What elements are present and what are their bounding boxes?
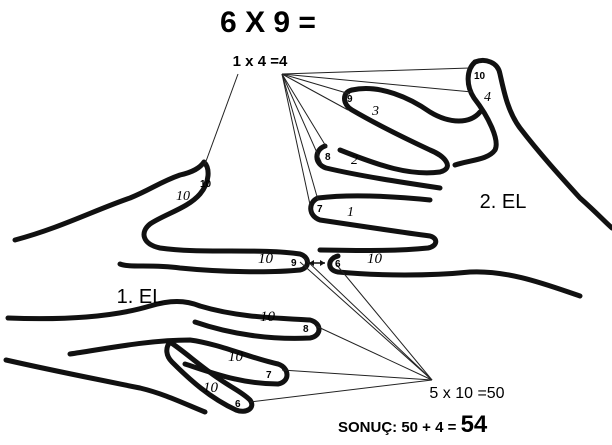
title: 6 X 9 = xyxy=(220,6,316,39)
left-hand xyxy=(3,159,322,415)
right-finger-7-outline xyxy=(308,195,439,253)
hand-left-label: 1. EL xyxy=(117,286,164,308)
result-label: SONUÇ: 50 + 4 = xyxy=(338,419,461,436)
left-finger-6-value: 10 xyxy=(203,380,219,396)
right-finger-7-value: 1 xyxy=(347,205,354,220)
top-equation: 1 x 4 =4 xyxy=(233,53,288,70)
result-value: 54 xyxy=(461,411,488,438)
right-finger-10-number: 10 xyxy=(474,71,486,82)
right-finger-8-outline xyxy=(314,143,443,191)
line-to-right-9 xyxy=(281,73,351,95)
line-to-right-7b xyxy=(281,73,313,215)
bottom-connector-lines xyxy=(249,257,433,403)
left-finger-7-number: 7 xyxy=(266,370,272,381)
left-finger-7-value: 10 xyxy=(228,349,244,365)
line-from-left-7 xyxy=(281,369,433,381)
left-finger-7-outline xyxy=(67,337,290,387)
right-finger-9-outline xyxy=(337,87,450,176)
line-to-right-9b xyxy=(281,73,349,111)
right-finger-9-number: 9 xyxy=(347,94,353,105)
left-hand-lower-outline xyxy=(3,357,208,415)
touch-arrow-left-head xyxy=(309,260,314,266)
left-hand-upper-outline xyxy=(12,159,310,275)
line-from-left-6 xyxy=(249,379,433,403)
line-to-right-7 xyxy=(281,73,319,201)
left-finger-8-number: 8 xyxy=(303,324,309,335)
right-finger-8-value: 2 xyxy=(351,153,358,168)
hand-right-label: 2. EL xyxy=(480,191,527,213)
left-finger-9-value: 10 xyxy=(258,251,274,267)
right-finger-8-number: 8 xyxy=(325,152,331,163)
line-from-right-6 xyxy=(335,263,433,381)
line-to-left-10 xyxy=(204,73,239,165)
right-finger-7-top xyxy=(315,193,433,203)
touch-arrow xyxy=(309,260,325,266)
right-finger-6-value: 10 xyxy=(367,251,383,267)
top-connector-lines xyxy=(204,67,473,215)
left-finger-9-number: 9 xyxy=(291,258,297,269)
left-finger-8-value: 10 xyxy=(260,309,276,325)
left-finger-8-outline xyxy=(5,299,322,341)
bottom-equation: 5 x 10 =50 xyxy=(429,385,504,402)
right-finger-9-value: 3 xyxy=(371,104,379,119)
right-hand xyxy=(308,58,612,299)
line-from-left-9 xyxy=(299,261,433,381)
right-finger-9-top xyxy=(349,86,483,124)
line-to-right-8b xyxy=(281,73,323,165)
right-finger-7-number: 7 xyxy=(317,204,323,215)
right-finger-10-value: 4 xyxy=(484,90,491,105)
left-finger-6-number: 6 xyxy=(235,399,241,410)
left-finger-10-number: 10 xyxy=(200,179,212,190)
left-finger-10-value: 10 xyxy=(176,189,190,204)
left-finger-6-outline xyxy=(164,339,255,414)
right-finger-10-outline xyxy=(472,58,612,231)
line-from-left-8 xyxy=(315,325,433,381)
line-from-left-9b xyxy=(303,257,433,381)
right-finger-10-inner xyxy=(452,59,499,168)
result-line: SONUÇ: 50 + 4 = 54 xyxy=(338,411,488,438)
line-to-right-8 xyxy=(281,73,328,149)
line-to-right-10b xyxy=(281,73,473,93)
touch-arrow-right-head xyxy=(320,260,325,266)
line-to-right-10 xyxy=(281,67,471,75)
right-finger-6-outline xyxy=(327,253,583,299)
right-finger-6-number: 6 xyxy=(335,259,341,270)
